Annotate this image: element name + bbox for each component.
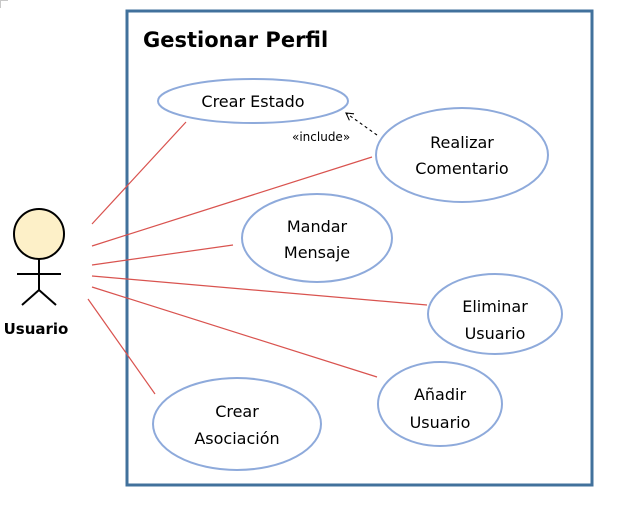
use-case-crear-estado[interactable]: Crear Estado (157, 78, 349, 124)
actor-head-icon (13, 208, 65, 260)
use-case-eliminar-usuario[interactable]: Eliminar Usuario (427, 273, 563, 355)
association-anadir-usuario (91, 286, 378, 378)
canvas-corner-mark (0, 0, 8, 8)
association-crear-estado (91, 121, 187, 225)
use-case-label-line-1: Crear (215, 402, 259, 421)
use-case-label-line-1: Añadir (414, 385, 466, 404)
use-case-label-line-1: Mandar (287, 217, 348, 236)
use-case-ellipse (152, 377, 322, 471)
use-case-ellipse (427, 273, 563, 355)
association-mandar-mensaje (91, 244, 234, 266)
use-case-label: Crear Estado (201, 92, 304, 111)
association-crear-asociacion (87, 298, 156, 395)
use-case-label-line-2: Mensaje (284, 243, 350, 262)
use-case-ellipse (241, 193, 393, 283)
actor-right-leg (38, 289, 57, 306)
association-realizar-comentario (91, 156, 373, 247)
use-case-ellipse (375, 107, 549, 203)
actor-left-leg (21, 289, 40, 306)
system-title: Gestionar Perfil (143, 28, 328, 52)
association-eliminar-usuario (91, 275, 428, 306)
use-case-label-line-2: Comentario (415, 159, 508, 178)
use-case-label-line-1: Realizar (430, 133, 494, 152)
use-case-ellipse (377, 361, 503, 447)
use-case-label-line-1: Eliminar (462, 297, 528, 316)
use-case-label-line-2: Usuario (410, 413, 471, 432)
use-case-label-line-2: Asociación (194, 429, 279, 448)
use-case-ellipse (157, 78, 349, 124)
use-case-label-line-2: Usuario (465, 324, 526, 343)
include-label: «include» (292, 130, 350, 144)
use-case-realizar-comentario[interactable]: Realizar Comentario (375, 107, 549, 203)
include-dependency-arrow (345, 112, 378, 136)
actor-label: Usuario (4, 320, 69, 338)
use-case-anadir-usuario[interactable]: Añadir Usuario (377, 361, 503, 447)
use-case-mandar-mensaje[interactable]: Mandar Mensaje (241, 193, 393, 283)
association-lines (87, 121, 428, 395)
use-case-crear-asociacion[interactable]: Crear Asociación (152, 377, 322, 471)
actor-usuario[interactable]: Usuario (4, 208, 69, 338)
